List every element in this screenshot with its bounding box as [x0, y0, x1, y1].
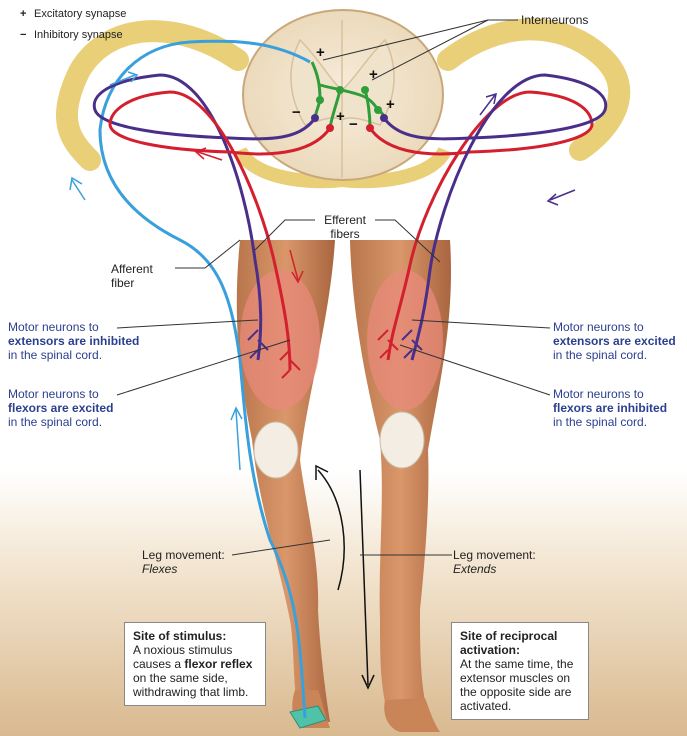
label-interneurons: Interneurons — [521, 13, 589, 27]
label-afferent-fiber: Afferent fiber — [111, 262, 153, 290]
efferent-right-excitatory — [368, 90, 594, 361]
efferent-left-inhibitory — [92, 73, 317, 361]
efferent-left-excitatory — [108, 90, 332, 371]
synapse-purple-left — [311, 114, 319, 122]
nerve-left — [55, 20, 249, 171]
synapse-sign-minus: − — [292, 104, 301, 121]
synapse-red-left — [326, 124, 334, 132]
label-efferent-fibers: Efferent fibers — [324, 213, 366, 241]
interneuron-synapses — [316, 86, 382, 114]
legend-label: Inhibitory synapse — [34, 29, 123, 41]
right-knee — [379, 411, 425, 469]
direction-arrows — [69, 71, 576, 471]
synapse-sign-plus: + — [369, 66, 378, 83]
plus-symbol: + — [20, 8, 27, 20]
efferent-right-inhibitory — [382, 73, 608, 361]
nerve-right — [437, 18, 631, 161]
afferent-fiber — [98, 39, 311, 719]
label-leg-flexes: Leg movement:Flexes — [142, 548, 225, 576]
stimulus-object — [289, 705, 327, 729]
legend-label: Excitatory synapse — [34, 8, 127, 20]
minus-symbol: − — [20, 29, 27, 41]
synapse-sign-plus: + — [336, 108, 345, 125]
box-site-of-reciprocal-activation: Site of reciprocal activation: At the sa… — [451, 622, 589, 720]
synapse-sign-plus: + — [386, 96, 395, 113]
synapse-sign-plus: + — [316, 44, 325, 61]
leader-lines — [116, 19, 551, 556]
flex-arrow — [317, 469, 345, 591]
right-foot — [384, 698, 440, 732]
synapse-purple-right — [380, 114, 388, 122]
synapse-red-right — [366, 124, 374, 132]
legend-excitatory: + Excitatory synapse — [20, 8, 126, 20]
motor-endings — [247, 329, 423, 379]
label-leg-extends: Leg movement:Extends — [453, 548, 536, 576]
extend-arrow — [359, 469, 369, 686]
box-site-of-stimulus: Site of stimulus: A noxious stimulus cau… — [124, 622, 266, 706]
left-knee — [253, 421, 299, 479]
synapse-sign-minus: − — [349, 116, 358, 133]
legend-inhibitory: −Inhibitory synapse — [20, 29, 123, 41]
